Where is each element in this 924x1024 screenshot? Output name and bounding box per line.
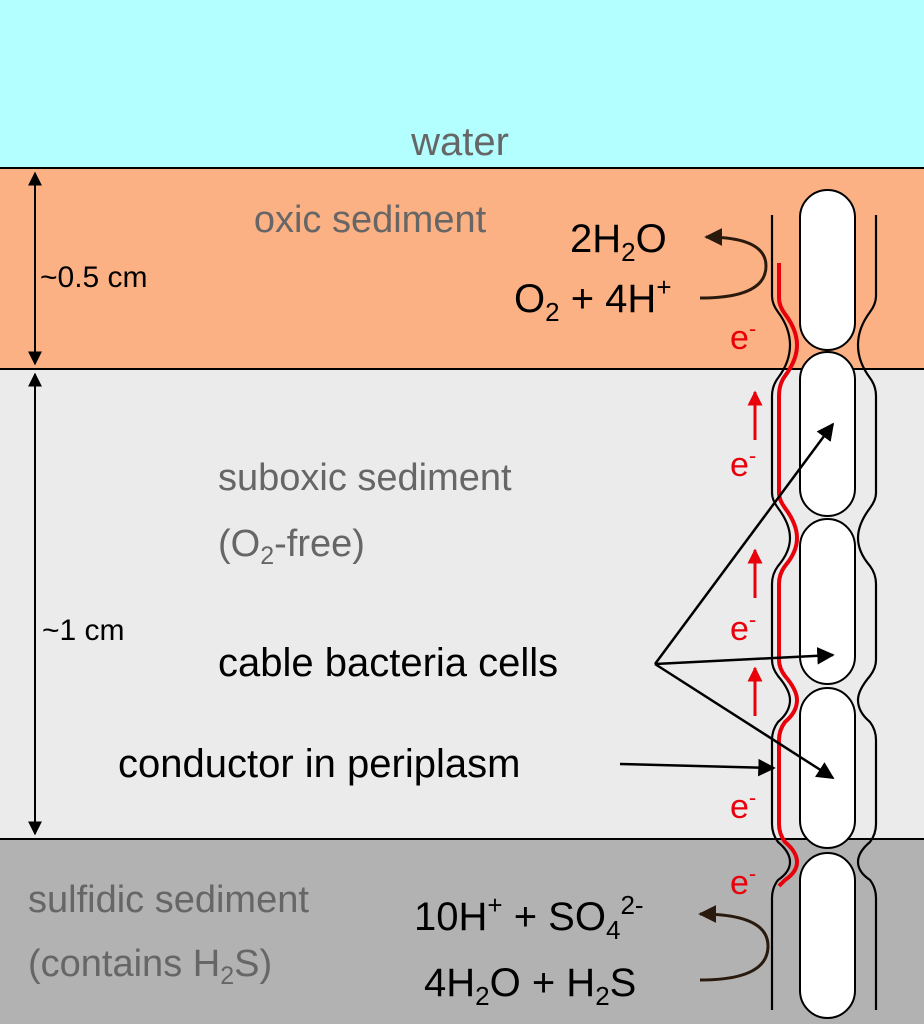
electron-label-suboxic-3: e-	[730, 785, 756, 826]
sulfide-reaction-product: 10H+ + SO42-	[414, 890, 644, 945]
oxic-sediment-layer	[0, 168, 924, 369]
periplasmic-conductor	[777, 263, 800, 888]
electron-label-suboxic-2: e-	[730, 607, 756, 648]
cell-3	[799, 518, 856, 685]
sulfidic-sediment-layer	[0, 839, 924, 1024]
oxygen-reaction-product: 2H2O	[570, 217, 667, 267]
electron-label-suboxic-1: e-	[730, 443, 756, 484]
sulfide-reaction-arrow	[698, 905, 770, 982]
filament-sheath	[770, 215, 878, 1010]
cable-bacteria-cells-label: cable bacteria cells	[218, 641, 558, 685]
oxygen-reaction-arrow	[699, 228, 768, 300]
sulfidic-contains-h2s-label: (contains H2S)	[28, 943, 272, 990]
cable-bacteria-cell-column	[799, 189, 856, 1019]
cell-1	[799, 189, 856, 351]
suboxic-o2-free-label: (O2-free)	[218, 523, 365, 570]
electron-label-oxic: e-	[730, 316, 756, 357]
water-label: water	[410, 120, 509, 164]
sulfide-reaction-reactant: 4H2O + H2S	[424, 961, 636, 1011]
electron-markers: e- e- e- e- e-	[730, 316, 763, 902]
conductor-pointer-arrow	[619, 758, 776, 777]
cell-pointer-arrows	[653, 422, 835, 780]
sulfidic-sediment-label: sulfidic sediment	[28, 879, 309, 921]
electron-label-sulfidic: e-	[730, 861, 756, 902]
suboxic-sediment-label: suboxic sediment	[218, 457, 512, 499]
water-layer	[0, 0, 924, 168]
suboxic-depth-label: ~1 cm	[42, 614, 125, 647]
oxic-sediment-label: oxic sediment	[254, 199, 487, 241]
cell-5	[799, 852, 856, 1019]
oxic-depth-label: ~0.5 cm	[40, 261, 148, 294]
conductor-in-periplasm-label: conductor in periplasm	[118, 742, 520, 786]
oxygen-reaction-reactant: O2 + 4H+	[514, 272, 672, 327]
layer-boundaries	[0, 167, 924, 840]
cell-2	[799, 351, 856, 517]
cell-4	[799, 687, 856, 849]
